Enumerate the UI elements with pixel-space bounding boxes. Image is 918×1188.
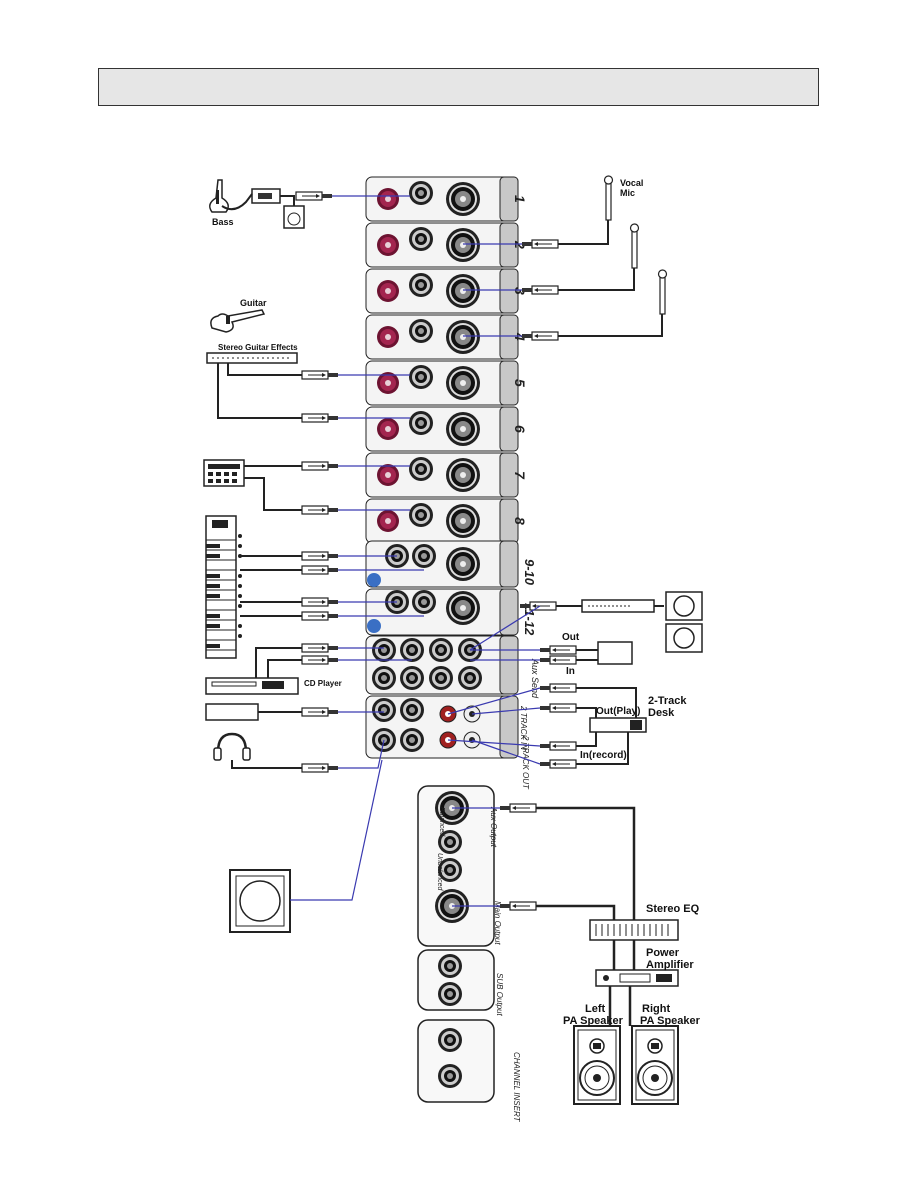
- channel-label: 5: [512, 379, 528, 387]
- external-effects-icon: [597, 641, 633, 665]
- two-track-recorder-icon: [589, 717, 647, 733]
- channel-label: 1: [512, 195, 528, 203]
- channel-label: 11-12: [522, 603, 537, 636]
- aux-send-label: Aux Send: [530, 658, 540, 699]
- channel-strip-3: 3: [365, 268, 528, 314]
- right-pa-speaker-icon: [631, 1025, 679, 1105]
- aux-output-label: Aux Output: [489, 806, 498, 848]
- vocal-mic-3-icon: [558, 269, 668, 337]
- tape-out-label: 2 TRACK OUT: [521, 735, 530, 790]
- bass-label: Bass: [212, 217, 234, 227]
- channel-label: 9-10: [522, 559, 537, 586]
- channel-label: 7: [512, 471, 528, 480]
- out-label: Out: [562, 632, 580, 643]
- balanced-label: Balanced: [438, 807, 445, 837]
- channel-strip-4: 4: [365, 314, 528, 360]
- channel-insert-label: CHANNEL INSERT: [512, 1052, 521, 1123]
- headphones-icon: [213, 732, 251, 761]
- bass-amp-icon: [283, 205, 305, 229]
- stereo-guitar-effects-label: Stereo Guitar Effects: [218, 343, 298, 352]
- channel-strip-2: 2: [365, 222, 528, 268]
- main-output-label: Main Output: [493, 901, 502, 945]
- unbalanced-label: Unbalanced: [436, 853, 443, 891]
- guitar-label: Guitar: [240, 298, 267, 308]
- vocal-mic-2-icon: [558, 223, 640, 291]
- left-pa-speaker-icon: [573, 1025, 621, 1105]
- sub-output-label: SUB Output: [495, 973, 504, 1016]
- channel-label: 6: [512, 425, 528, 433]
- header-bar: [98, 68, 819, 106]
- channel-strip-9-10: 9-10: [365, 540, 537, 588]
- line-device-icon: [205, 703, 259, 721]
- channel-strip-11-12: 11-12: [365, 588, 537, 636]
- out-play-label: Out(Play): [596, 706, 640, 717]
- aux-send-section: Aux Send: [365, 635, 540, 699]
- keyboard-icon: [205, 515, 242, 659]
- di-box-icon: [251, 188, 281, 204]
- guitar-icon: [210, 309, 266, 333]
- channel-label: 8: [512, 517, 528, 525]
- stereo-eq-icon: [589, 919, 679, 941]
- channel-strip-7: 7: [365, 452, 528, 498]
- channel-label: 3: [512, 287, 528, 295]
- channel-strip-8: 8: [365, 498, 528, 544]
- channel-strip-6: 6: [365, 406, 528, 452]
- monitor-processor-icon: [581, 599, 655, 613]
- in-label: In: [566, 666, 575, 677]
- channel-strip-1: 1: [365, 176, 528, 222]
- channel-strip-5: 5: [365, 360, 528, 406]
- stereo-eq-label: Stereo EQ: [646, 903, 700, 915]
- subwoofer-icon: [229, 869, 291, 933]
- rear-panel: Aux Output Main Output Balanced Unbalanc…: [417, 785, 521, 1123]
- monitor-speaker-icon: [665, 591, 703, 653]
- vocal-mic-icon: [558, 175, 614, 245]
- drum-machine-icon: [203, 459, 245, 487]
- effects-unit-icon: [206, 352, 298, 364]
- tape-in-label: 2 TRACK IN: [519, 705, 528, 750]
- mixer-front-panel: 1 2 3 4 5 6: [365, 176, 540, 790]
- tape-io-section: 2 TRACK IN 2 TRACK OUT: [365, 695, 530, 790]
- cd-player-label: CD Player: [304, 679, 342, 688]
- in-record-label: In(record): [580, 750, 627, 761]
- cd-player-icon: [205, 677, 299, 695]
- power-amplifier-icon: [595, 969, 679, 987]
